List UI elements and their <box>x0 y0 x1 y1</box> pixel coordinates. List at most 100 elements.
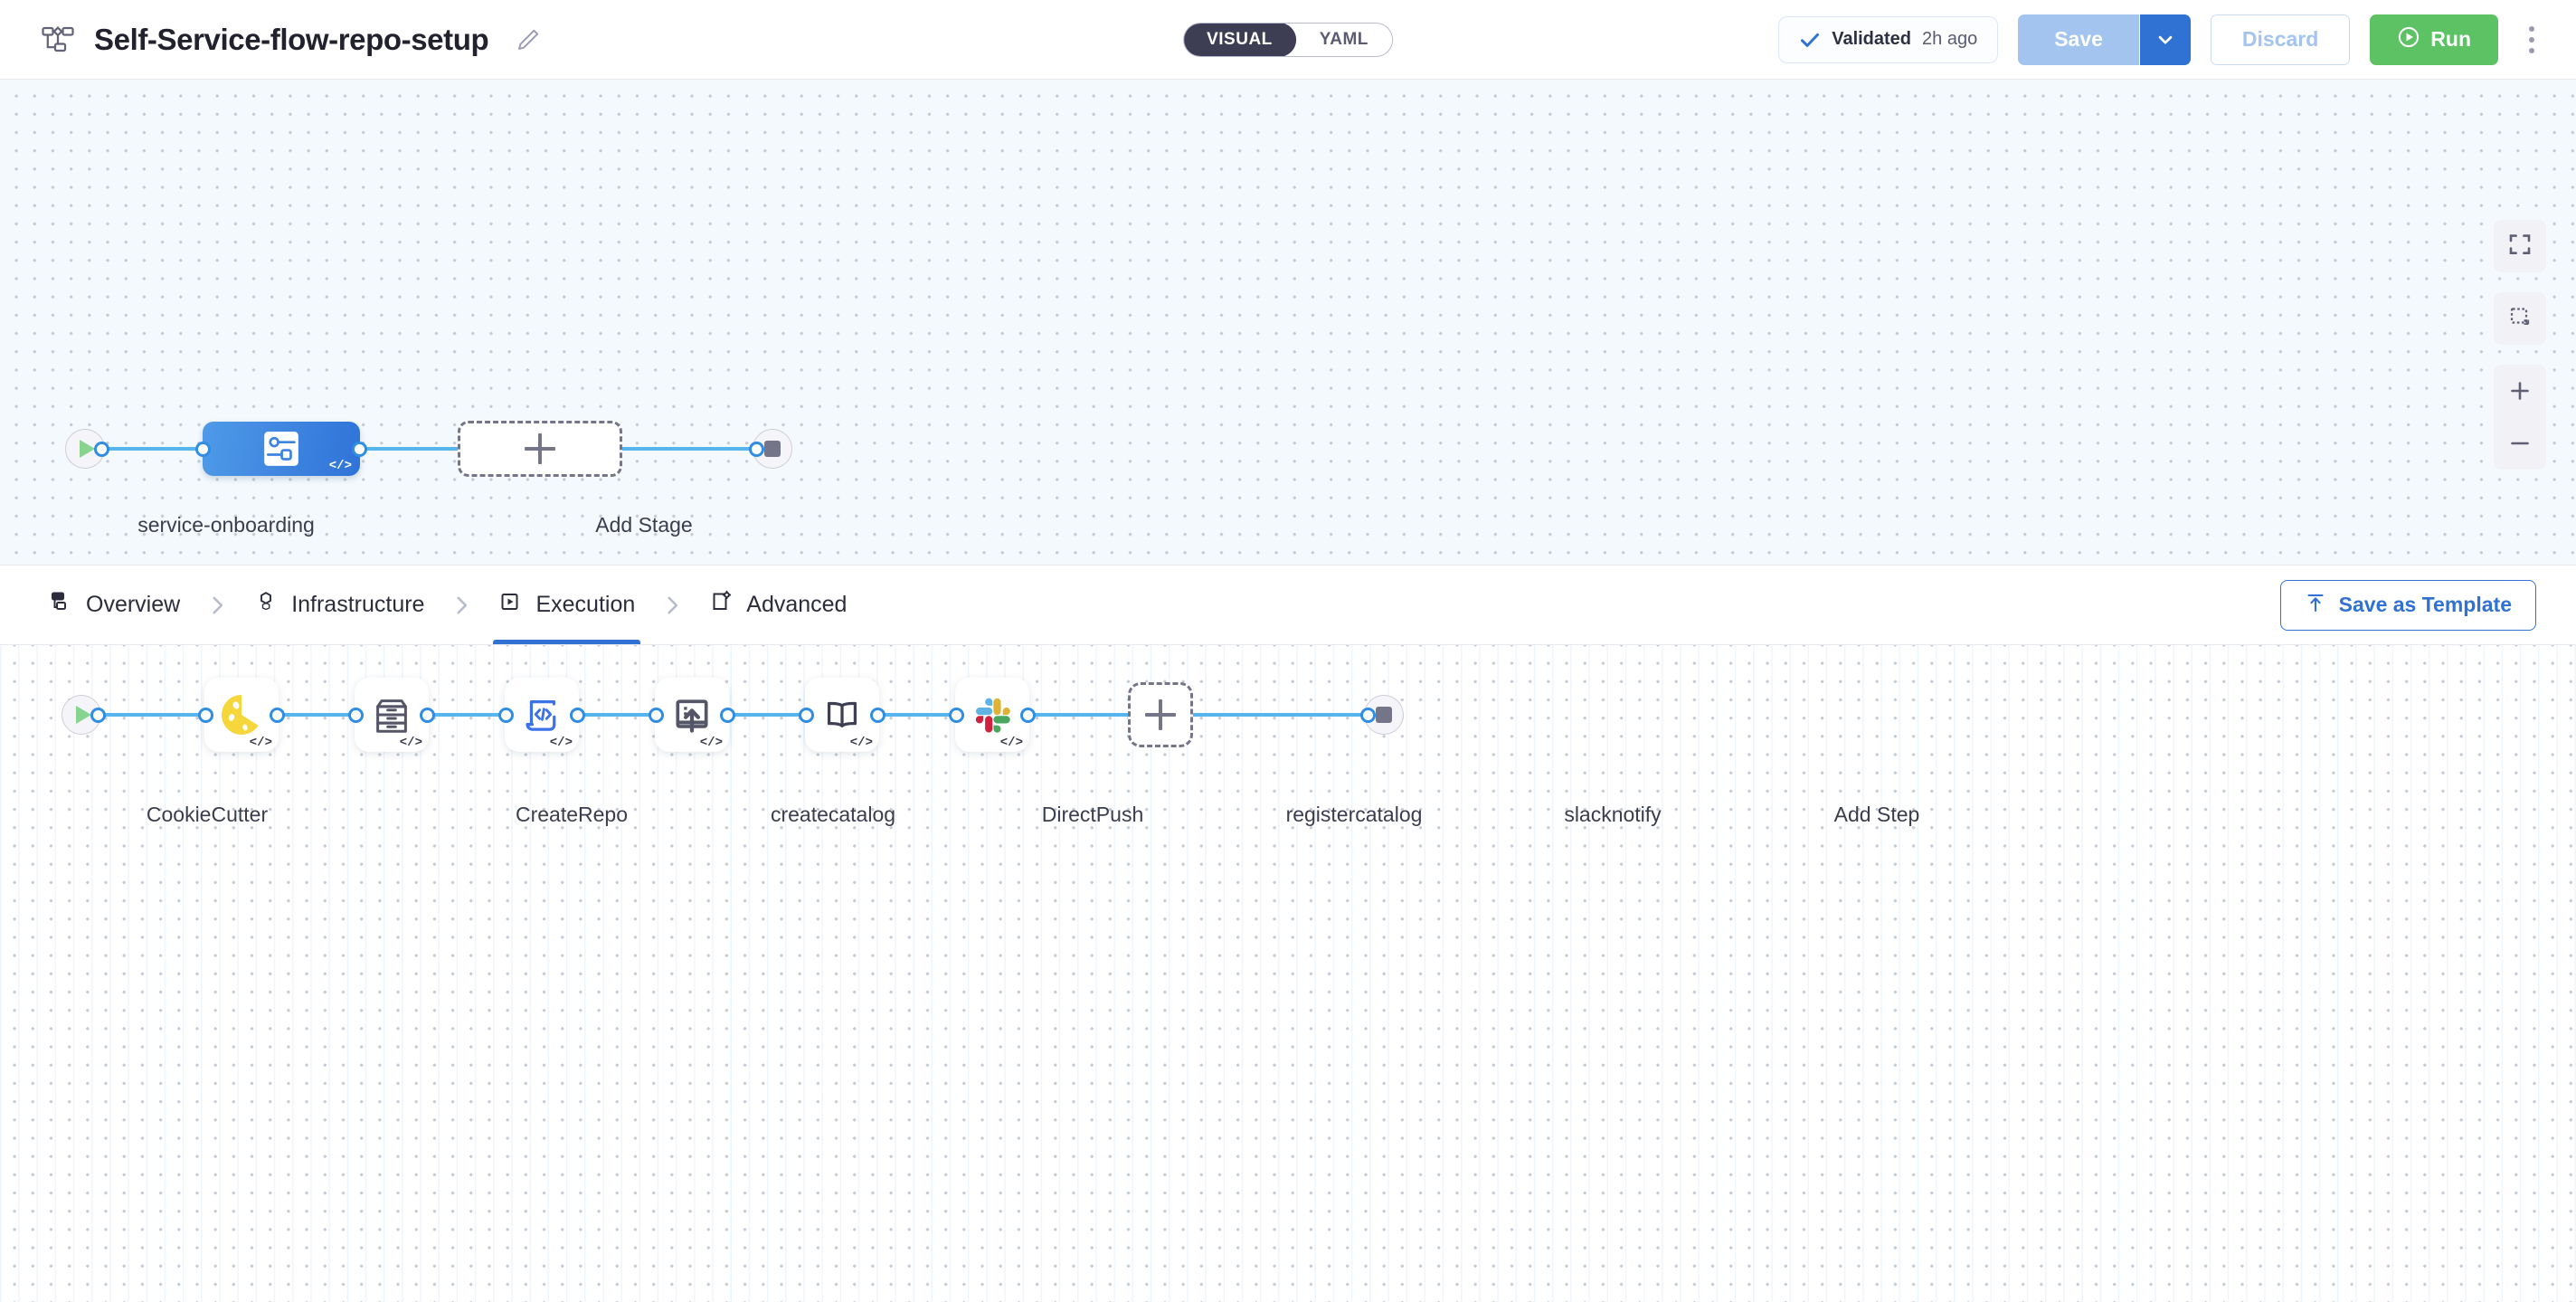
stage-config-tabbar: Overview Infrastructure <box>0 565 2576 645</box>
execution-icon <box>498 590 522 620</box>
tab-overview[interactable]: Overview <box>43 565 185 644</box>
infrastructure-icon <box>254 590 278 620</box>
save-as-template-label: Save as Template <box>2338 593 2512 616</box>
plus-icon <box>525 433 555 464</box>
connector-dot-out-5[interactable] <box>870 707 886 723</box>
push-upload-icon <box>676 699 708 733</box>
validated-time: 2h ago <box>1922 29 1978 49</box>
discard-button[interactable]: Discard <box>2210 14 2351 65</box>
connector-dot-start[interactable] <box>90 707 106 723</box>
step-label: DirectPush <box>1041 803 1144 826</box>
code-badge: </> <box>328 459 352 473</box>
add-step-label: Add Step <box>1833 803 1920 826</box>
step-node-createcatalog[interactable]: </> <box>505 678 579 752</box>
connector-dot-in-5[interactable] <box>799 707 814 723</box>
step-node-cookiecutter[interactable]: </> <box>204 678 279 752</box>
connector-dot-in-4[interactable] <box>649 707 664 723</box>
app-header: Self-Service-flow-repo-setup VISUAL YAML <box>0 0 2576 80</box>
connector-dot-out-4[interactable] <box>720 707 735 723</box>
step-node-registercatalog[interactable]: </> <box>805 678 879 752</box>
status-badge[interactable]: Validated 2h ago <box>1778 15 1999 63</box>
step-canvas[interactable]: </> </> <box>0 645 2576 1302</box>
mode-toggle-group[interactable]: VISUAL YAML <box>1183 22 1393 57</box>
fit-to-screen-button[interactable] <box>2494 220 2546 272</box>
check-icon <box>1799 29 1821 51</box>
tab-list: Overview Infrastructure <box>43 565 852 644</box>
tab-advanced[interactable]: Advanced <box>704 565 852 644</box>
connector-dot-end[interactable] <box>1360 707 1376 723</box>
connector-dot-out-2[interactable] <box>420 707 435 723</box>
step-label: CreateRepo <box>515 803 629 826</box>
execution-start-node[interactable] <box>62 695 101 735</box>
overview-icon <box>49 590 72 620</box>
connector-dot-end[interactable] <box>749 441 764 457</box>
tab-yaml[interactable]: YAML <box>1319 29 1368 49</box>
advanced-icon <box>709 590 733 620</box>
step-label: CookieCutter <box>146 803 269 826</box>
connector-dot-in-1[interactable] <box>198 707 213 723</box>
cookie-icon <box>222 695 259 735</box>
tab-infrastructure[interactable]: Infrastructure <box>249 565 430 644</box>
step-label: slacknotify <box>1564 803 1662 826</box>
shell-script-icon <box>526 699 556 731</box>
add-step-button[interactable] <box>1128 682 1193 747</box>
add-stage-button[interactable] <box>458 421 622 477</box>
connector-dot-out-6[interactable] <box>1020 707 1036 723</box>
tab-execution[interactable]: Execution <box>493 565 641 644</box>
save-button-group[interactable]: Save <box>2018 14 2191 65</box>
step-node-slacknotify[interactable]: </> <box>955 678 1029 752</box>
code-badge: </> <box>999 736 1023 750</box>
stage-flow-row: </> <box>65 421 792 477</box>
connector-link <box>105 447 200 451</box>
connector-dot-in-2[interactable] <box>348 707 364 723</box>
connector-dot-in-6[interactable] <box>949 707 964 723</box>
tab-visual[interactable]: VISUAL <box>1184 23 1296 56</box>
connector-link <box>581 713 653 717</box>
connector-link <box>731 713 803 717</box>
run-button[interactable]: Run <box>2370 14 2498 65</box>
code-badge: </> <box>549 736 573 750</box>
stage-canvas[interactable]: </> service-onboarding Add Stage <box>0 80 2576 565</box>
deployment-flow-icon <box>264 432 298 466</box>
connector-link <box>101 713 203 717</box>
connector-link <box>1031 713 1132 717</box>
connector-dot-out-1[interactable] <box>270 707 285 723</box>
view-mode-toggle[interactable]: VISUAL YAML <box>1183 22 1393 57</box>
zoom-out-button[interactable] <box>2494 417 2546 470</box>
zoom-in-button[interactable] <box>2494 365 2546 417</box>
kebab-menu-icon[interactable] <box>2518 21 2545 59</box>
stage-label: service-onboarding <box>137 513 315 537</box>
selection-mode-button[interactable] <box>2494 292 2546 345</box>
step-node-createrepo[interactable]: </> <box>355 678 429 752</box>
connector-dot-stage-out[interactable] <box>352 441 367 457</box>
connector-dot-stage-in[interactable] <box>195 441 211 457</box>
save-as-template-button[interactable]: Save as Template <box>2279 579 2536 631</box>
connector-link <box>622 447 753 451</box>
minus-icon <box>2511 442 2529 445</box>
tab-label: Overview <box>86 592 181 617</box>
chevron-right-icon <box>640 594 704 617</box>
zoom-controls <box>2494 365 2546 470</box>
step-flow-row: </> </> <box>62 678 1404 752</box>
stage-node-service-onboarding[interactable]: </> <box>203 422 360 476</box>
connector-link <box>881 713 953 717</box>
step-label: createcatalog <box>770 803 896 826</box>
connector-link <box>431 713 503 717</box>
connector-dot-in-3[interactable] <box>498 707 514 723</box>
upload-template-icon <box>2305 592 2326 619</box>
page-title: Self-Service-flow-repo-setup <box>94 22 489 56</box>
chevron-down-icon[interactable] <box>2139 14 2191 65</box>
header-actions: Validated 2h ago Save Discard <box>1778 14 2545 65</box>
pencil-icon[interactable] <box>516 27 541 52</box>
pipeline-end-node[interactable] <box>753 429 792 469</box>
connector-dot-start[interactable] <box>94 441 109 457</box>
step-node-directpush[interactable]: </> <box>655 678 729 752</box>
code-badge: </> <box>399 736 422 750</box>
fit-screen-icon <box>2507 232 2533 261</box>
connector-dot-out-3[interactable] <box>570 707 585 723</box>
archive-icon <box>376 699 407 733</box>
connector-link <box>363 447 462 451</box>
save-button[interactable]: Save <box>2018 14 2140 65</box>
header-left: Self-Service-flow-repo-setup <box>40 22 541 58</box>
code-badge: </> <box>699 736 723 750</box>
